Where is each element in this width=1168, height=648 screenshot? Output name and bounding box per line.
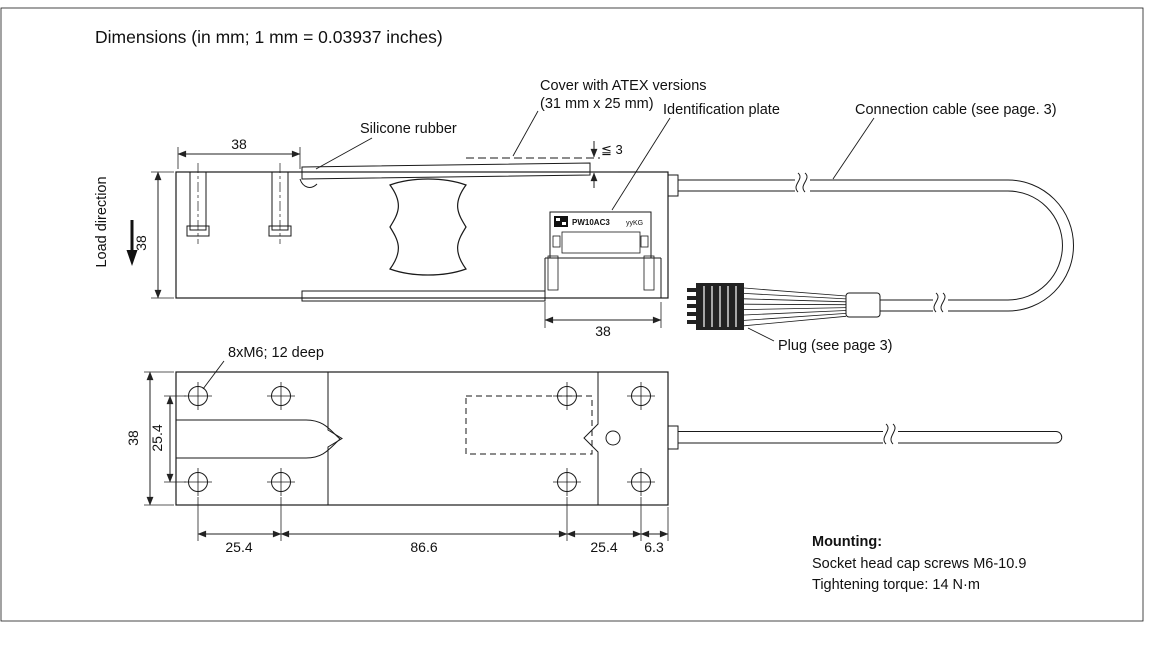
cover-outline-dashed: [465, 395, 593, 455]
load-cell-body-plan: [175, 371, 669, 506]
connection-cable-label: Connection cable (see page. 3): [855, 102, 1057, 118]
plate-capacity: yyKG: [626, 220, 643, 227]
connection-cable: [667, 172, 1074, 330]
plate-pin-left: [547, 255, 559, 291]
cable-break-icon-2: [933, 292, 939, 313]
dim-bottom-chain: 25.4 86.6 25.4 6.3: [197, 497, 669, 555]
hole: [553, 468, 581, 496]
connection-cable-plan: [667, 423, 1063, 450]
mounting-note: Mounting: Socket head cap screws M6-10.9…: [812, 534, 1026, 593]
hole: [184, 468, 212, 496]
flexure-slot: [176, 419, 341, 459]
dim-bottom-3: 25.4: [590, 539, 617, 555]
load-direction-label: Load direction: [94, 176, 110, 267]
dim-cover-height-value: ≦ 3: [601, 142, 623, 157]
cable-wires: [743, 287, 847, 327]
dim-side-height: 38: [133, 171, 174, 299]
dim-top-width: 38: [177, 136, 301, 169]
cable-break-mask: [795, 174, 810, 197]
dim-hole-rows-value: 25.4: [149, 424, 165, 451]
mounting-line1: Socket head cap screws M6-10.9: [812, 556, 1026, 572]
page-frame: [0, 7, 1144, 622]
plan-view-drawing: 8xM6; 12 deep 38 25.4 25.4 86.6: [125, 345, 1063, 555]
hole: [627, 468, 655, 496]
dim-plan-height-value: 38: [125, 430, 141, 446]
silicone-notch: [299, 178, 318, 188]
dim-plan-height: 38: [125, 371, 174, 506]
hbm-logo-icon: [554, 216, 568, 227]
hole: [267, 468, 295, 496]
dim-bottom-4: 6.3: [644, 539, 664, 555]
atex-cover-label-line2: (31 mm x 25 mm): [540, 96, 654, 112]
dim-side-height-value: 38: [133, 235, 149, 251]
cable-ferrule: [845, 292, 881, 318]
dim-plate-width: 38: [544, 302, 662, 339]
hole: [553, 382, 581, 410]
silicone-rubber-label: Silicone rubber: [360, 121, 457, 137]
plug-connector: [687, 283, 744, 330]
hole: [267, 382, 295, 410]
holes-callout-label: 8xM6; 12 deep: [228, 345, 324, 361]
cable-break-icon: [795, 172, 801, 193]
cable-gland-plan: [667, 425, 679, 450]
identification-plate: PW10AC3 yyKG: [544, 211, 662, 298]
atex-cover-label-line1: Cover with ATEX versions: [540, 78, 707, 94]
mounting-line2: Tightening torque: 14 N·m: [812, 577, 980, 593]
plate-pin-right: [643, 255, 655, 291]
dim-cover-height: ≦ 3: [588, 141, 623, 188]
dim-hole-rows: 25.4: [149, 395, 186, 483]
mounting-holes: [184, 382, 655, 496]
load-direction: Load direction: [94, 176, 138, 268]
dim-plate-width-value: 38: [595, 323, 611, 339]
hole: [627, 382, 655, 410]
plate-model: PW10AC3: [572, 218, 610, 227]
silicone-band-bottom: [301, 290, 546, 302]
plug-label: Plug (see page 3): [778, 338, 892, 354]
flexure-cutout: [389, 178, 467, 276]
page-title: Dimensions (in mm; 1 mm = 0.03937 inches…: [95, 27, 443, 47]
hole: [184, 382, 212, 410]
load-cell-body-side: [175, 171, 669, 299]
silicone-band-top: [301, 162, 591, 180]
plate-barcode: [561, 231, 641, 254]
identification-plate-label: Identification plate: [663, 102, 780, 118]
cable-gland: [667, 174, 679, 197]
mounting-studs: [186, 163, 292, 244]
dim-bottom-2: 86.6: [410, 539, 437, 555]
dim-top-width-value: 38: [231, 136, 247, 152]
cable-entry-hole: [605, 430, 621, 446]
dim-bottom-1: 25.4: [225, 539, 252, 555]
cable-break-icon-3: [883, 423, 889, 445]
mounting-heading: Mounting:: [812, 534, 882, 550]
side-view-drawing: PW10AC3 yyKG: [94, 78, 1074, 354]
